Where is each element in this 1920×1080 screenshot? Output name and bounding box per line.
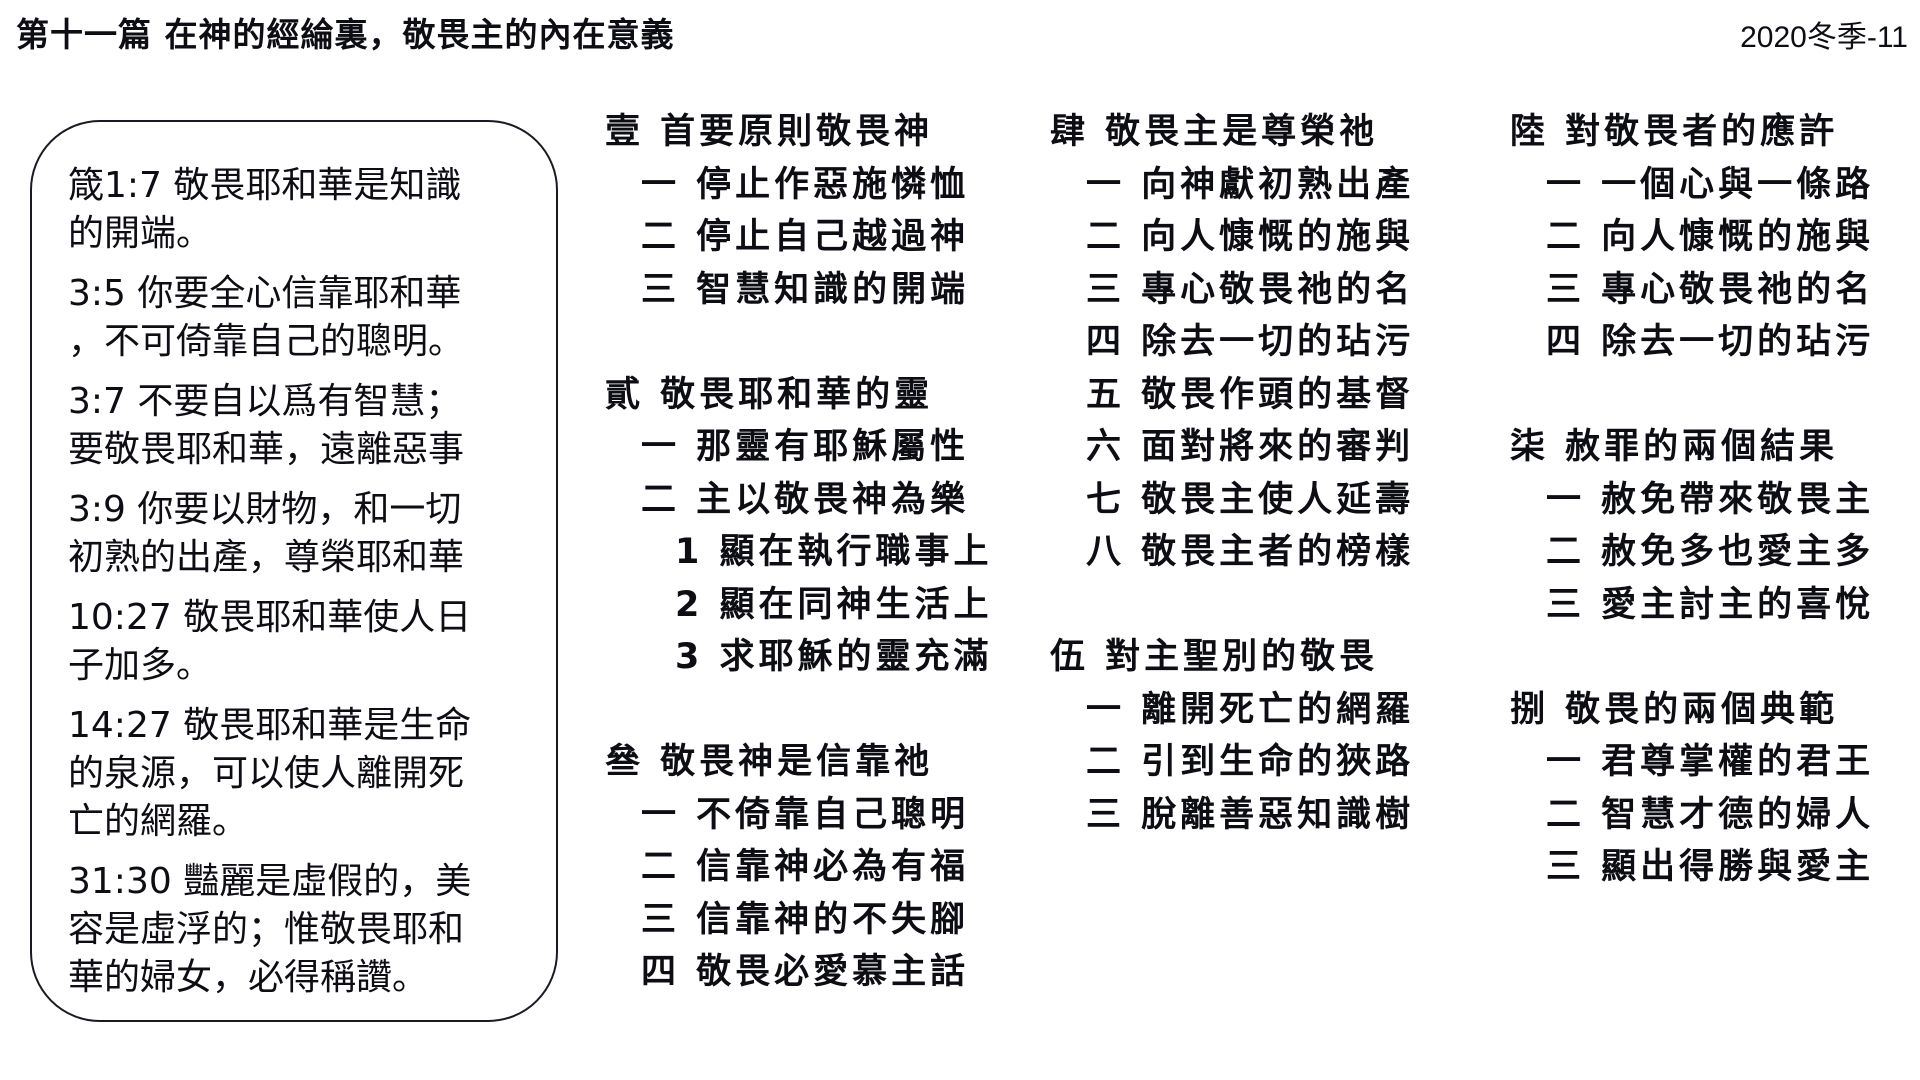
outline-item: 四 除去一切的玷污 bbox=[1086, 322, 1415, 362]
section-heading: 肆 敬畏主是尊榮祂 bbox=[1050, 112, 1379, 152]
outline-item: 三 信靠神的不失腳 bbox=[641, 899, 970, 940]
verse-line: 3:5 你要全心信靠耶和華 bbox=[68, 273, 462, 314]
outline-item: 二 向人慷慨的施與 bbox=[1546, 217, 1875, 257]
outline-item: 六 面對將來的審判 bbox=[1086, 427, 1415, 467]
outline-item: 二 停止自己越過神 bbox=[641, 217, 970, 257]
outline-item: 一 離開死亡的網羅 bbox=[1086, 689, 1415, 730]
outline-item: 一 停止作惡施憐恤 bbox=[641, 164, 970, 205]
lesson-code: 2020冬季-11 bbox=[1740, 21, 1908, 54]
verse-line: 10:27 敬畏耶和華使人日 bbox=[68, 597, 472, 638]
verse-line: ，不可倚靠自己的聰明。 bbox=[68, 321, 465, 362]
verse-line: 箴1:7 敬畏耶和華是知識 bbox=[68, 165, 462, 206]
spacer bbox=[1050, 579, 1414, 632]
verse-line: 14:27 敬畏耶和華是生命 bbox=[68, 705, 472, 746]
outline-item: 四 除去一切的玷污 bbox=[1546, 322, 1875, 362]
outline-item: 一 赦免帶來敬畏主 bbox=[1546, 479, 1875, 520]
outline-column-1: 壹 首要原則敬畏神 一 停止作惡施憐恤 二 停止自己越過神 三 智慧知識的開端 … bbox=[605, 106, 993, 999]
verse-block: 3:7 不要自以爲有智慧； 要敬畏耶和華，遠離惡事 bbox=[68, 378, 556, 474]
verse-line: 要敬畏耶和華，遠離惡事 bbox=[68, 429, 465, 470]
verse-block: 3:5 你要全心信靠耶和華 ，不可倚靠自己的聰明。 bbox=[68, 270, 556, 366]
outline-item: 二 信靠神必為有福 bbox=[641, 847, 970, 887]
section-heading: 壹 首要原則敬畏神 bbox=[605, 112, 934, 152]
outline-item: 三 脫離善惡知識樹 bbox=[1086, 794, 1415, 835]
verse-line: 的開端。 bbox=[68, 213, 213, 254]
outline-item: 三 愛主討主的喜悅 bbox=[1546, 584, 1875, 625]
outline-item: 三 顯出得勝與愛主 bbox=[1546, 847, 1875, 887]
verse-line: 初熟的出產，尊榮耶和華 bbox=[68, 537, 465, 578]
outline-item: 一 君尊掌權的君王 bbox=[1546, 742, 1875, 782]
verse-line: 亡的網羅。 bbox=[68, 801, 249, 842]
outline-item: 二 智慧才德的婦人 bbox=[1546, 794, 1875, 835]
outline-item: 二 引到生命的狹路 bbox=[1086, 742, 1415, 782]
outline-item: 一 一個心與一條路 bbox=[1546, 164, 1875, 205]
outline-item: 五 敬畏作頭的基督 bbox=[1086, 374, 1415, 415]
outline-item: 一 不倚靠自己聰明 bbox=[641, 794, 970, 835]
outline-subitem: 2 顯在同神生活上 bbox=[675, 584, 993, 625]
outline-column-3: 陸 對敬畏者的應許 一 一個心與一條路 二 向人慷慨的施與 三 專心敬畏祂的名 … bbox=[1510, 106, 1874, 894]
outline-item: 三 專心敬畏祂的名 bbox=[1546, 269, 1875, 310]
outline-item: 二 主以敬畏神為樂 bbox=[641, 479, 970, 520]
verse-line: 容是虛浮的；惟敬畏耶和 bbox=[68, 909, 465, 950]
outline-item: 三 專心敬畏祂的名 bbox=[1086, 269, 1415, 310]
verse-line: 華的婦女，必得稱讚。 bbox=[68, 957, 429, 998]
verse-line: 子加多。 bbox=[68, 645, 213, 686]
outline-item: 一 那靈有耶穌屬性 bbox=[641, 427, 970, 467]
spacer bbox=[605, 684, 993, 737]
verse-line: 3:7 不要自以爲有智慧； bbox=[68, 381, 462, 422]
section-heading: 叄 敬畏神是信靠祂 bbox=[605, 742, 934, 782]
outline-item: 四 敬畏必愛慕主話 bbox=[641, 952, 970, 992]
verse-box: 箴1:7 敬畏耶和華是知識的開端。 3:5 你要全心信靠耶和華 ，不可倚靠自己的聰… bbox=[30, 120, 558, 1022]
verse-block: 14:27 敬畏耶和華是生命的泉源，可以使人離開死亡的網羅。 bbox=[68, 702, 556, 846]
outline-subitem: 1 顯在執行職事上 bbox=[675, 532, 993, 572]
outline-item: 八 敬畏主者的榜樣 bbox=[1086, 532, 1415, 572]
section-heading: 貳 敬畏耶和華的靈 bbox=[605, 374, 934, 415]
outline-item: 二 赦免多也愛主多 bbox=[1546, 532, 1875, 572]
section-heading: 柒 赦罪的兩個結果 bbox=[1510, 427, 1839, 467]
section-heading: 伍 對主聖別的敬畏 bbox=[1050, 637, 1379, 677]
verse-line: 31:30 豔麗是虛假的，美 bbox=[68, 861, 472, 902]
outline-item: 一 向神獻初熟出產 bbox=[1086, 164, 1415, 205]
outline-item: 三 智慧知識的開端 bbox=[641, 269, 970, 310]
verse-line: 的泉源，可以使人離開死 bbox=[68, 753, 465, 794]
spacer bbox=[1510, 369, 1874, 422]
outline-column-2: 肆 敬畏主是尊榮祂 一 向神獻初熟出產 二 向人慷慨的施與 三 專心敬畏祂的名 … bbox=[1050, 106, 1414, 841]
outline-item: 七 敬畏主使人延壽 bbox=[1086, 479, 1415, 520]
section-heading: 捌 敬畏的兩個典範 bbox=[1510, 689, 1839, 730]
outline-item: 二 向人慷慨的施與 bbox=[1086, 217, 1415, 257]
spacer bbox=[1510, 631, 1874, 684]
verse-block: 10:27 敬畏耶和華使人日子加多。 bbox=[68, 594, 556, 690]
verse-block: 3:9 你要以財物，和一切初熟的出產，尊榮耶和華 bbox=[68, 486, 556, 582]
section-heading: 陸 對敬畏者的應許 bbox=[1510, 112, 1839, 152]
outline-subitem: 3 求耶穌的靈充滿 bbox=[675, 637, 993, 677]
verse-block: 31:30 豔麗是虛假的，美容是虛浮的；惟敬畏耶和華的婦女，必得稱讚。 bbox=[68, 858, 556, 1002]
verse-block: 箴1:7 敬畏耶和華是知識的開端。 bbox=[68, 162, 556, 258]
page-title: 第十一篇 在神的經綸裏，敬畏主的內在意義 bbox=[16, 15, 675, 54]
verse-line: 3:9 你要以財物，和一切 bbox=[68, 489, 462, 530]
spacer bbox=[605, 316, 993, 369]
